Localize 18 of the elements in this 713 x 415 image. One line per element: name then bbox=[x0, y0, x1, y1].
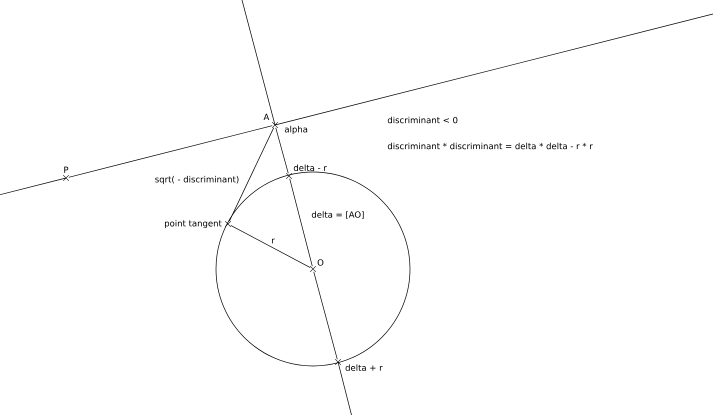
line bbox=[289, 178, 313, 267]
edge-label: delta = [AO] bbox=[310, 210, 366, 220]
note-text: alpha bbox=[284, 126, 308, 134]
line bbox=[313, 271, 338, 360]
note-text: discriminant * discriminant = delta * delta - r * r bbox=[388, 142, 593, 150]
point-mark: P bbox=[62, 166, 70, 182]
edge-label: sqrt( - discriminant) bbox=[154, 174, 240, 186]
line bbox=[228, 127, 274, 222]
point-mark: delta + r bbox=[334, 358, 383, 371]
point-mark: delta - r bbox=[286, 164, 327, 180]
line bbox=[230, 225, 311, 268]
edge-label: r bbox=[270, 238, 276, 244]
point-mark: point tangent bbox=[164, 220, 232, 228]
note-text: discriminant < 0 bbox=[388, 116, 458, 124]
point-mark: A bbox=[264, 114, 278, 128]
line bbox=[275, 127, 289, 174]
line bbox=[68, 125, 273, 178]
point-mark: O bbox=[310, 259, 324, 272]
